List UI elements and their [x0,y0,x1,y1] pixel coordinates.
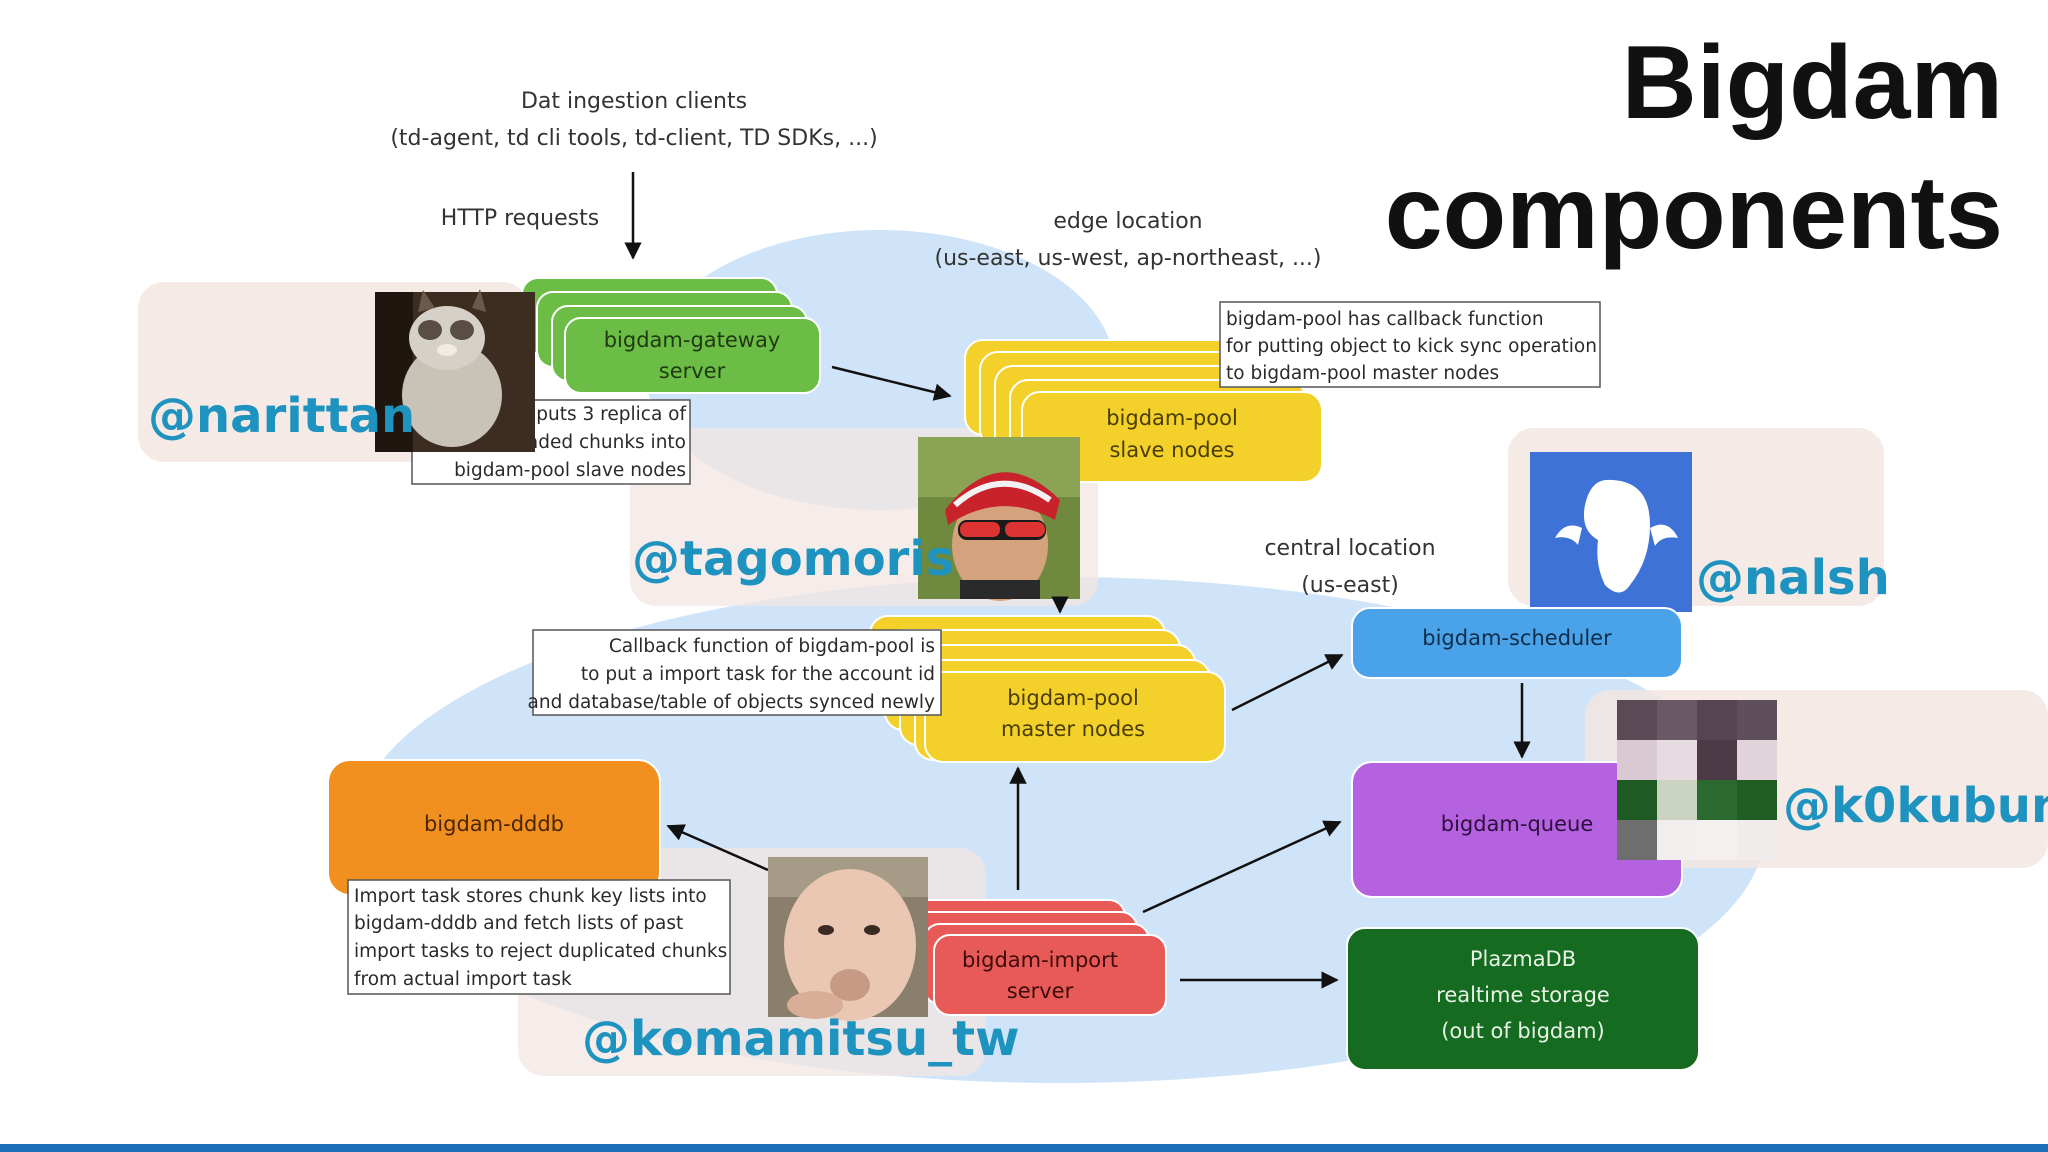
pool-master-label-line2: master nodes [1001,717,1145,741]
clients-label-line1: Dat ingestion clients [521,89,747,114]
central-location-label-line1: central location [1264,536,1435,561]
http-requests-label: HTTP requests [441,206,599,231]
pool-slave-label-line2: slave nodes [1109,438,1234,462]
import-callback-note-line2: to put a import task for the account id [581,664,935,685]
dddb-note-line3: import tasks to reject duplicated chunks [354,941,727,962]
tagomoris-avatar [918,437,1080,601]
edge-location-label-line2: (us-east, us-west, ap-northeast, ...) [934,246,1321,271]
pool-callback-note: bigdam-pool has callback function for pu… [1219,301,1601,388]
queue-label: bigdam-queue [1441,812,1594,836]
plazma-label-line1: PlazmaDB [1470,947,1576,971]
nalsh-avatar [1530,452,1692,612]
bigdam-import-box: bigdam-import server [899,899,1167,1016]
bigdam-queue-box: bigdam-queue [1351,761,1683,898]
pool-slave-label-line1: bigdam-pool [1106,406,1238,430]
gateway-to-pool-slave-arrow [831,365,952,401]
plazma-label-line3: (out of bigdam) [1441,1019,1605,1043]
import-to-queue-arrow [1142,820,1342,914]
import-callback-note-line1: Callback function of bigdam-pool is [609,636,935,657]
import-label-line1: bigdam-import [962,948,1118,972]
bottom-bar [0,1144,2048,1152]
gateway-label-line2: server [659,359,726,383]
import-callback-note-line3: and database/table of objects synced new… [528,692,936,713]
bigdam-pool-master-box: bigdam-pool master nodes [869,615,1226,763]
dddb-note-line2: bigdam-dddb and fetch lists of past [354,913,683,934]
narittan-avatar [375,289,535,452]
import-label-line2: server [1007,979,1074,1003]
dddb-label: bigdam-dddb [424,812,564,836]
komamitsu-avatar [768,857,928,1021]
bigdam-dddb-box: bigdam-dddb [327,759,661,896]
import-to-dddb-arrow [666,824,769,872]
pool-master-label-line1: bigdam-pool [1007,686,1139,710]
edge-location-label-line1: edge location [1053,209,1202,234]
pool-callback-note-line2: for putting object to kick sync operatio… [1226,336,1597,357]
slide-title-line1: Bigdam [1622,25,2003,141]
dddb-note: Import task stores chunk key lists into … [347,879,731,995]
clients-label-line2: (td-agent, td cli tools, td-client, TD S… [390,126,877,151]
pool-callback-note-line1: bigdam-pool has callback function [1226,309,1544,330]
bigdam-scheduler-box: bigdam-scheduler [1351,607,1683,679]
master-to-scheduler-arrow [1231,653,1344,712]
plazma-label-line2: realtime storage [1436,983,1610,1007]
k0kubun-avatar [1617,700,1777,860]
pool-callback-note-line3: to bigdam-pool master nodes [1226,363,1499,384]
replica-note-line2: aded chunks into [527,432,686,453]
plazmadb-box: PlazmaDB realtime storage (out of bigdam… [1346,927,1700,1071]
bigdam-gateway-box: bigdam-gateway server [521,277,821,394]
dddb-note-line4: from actual import task [354,969,572,990]
central-location-label-line2: (us-east) [1301,573,1399,598]
narittan-handle: @narittan [148,388,415,444]
slide-title-line2: components [1385,155,2003,271]
scheduler-label: bigdam-scheduler [1422,626,1612,650]
nalsh-handle: @nalsh [1696,550,1890,606]
replica-note-line3: bigdam-pool slave nodes [454,460,686,481]
tagomoris-handle: @tagomoris [632,531,954,587]
dddb-note-line1: Import task stores chunk key lists into [354,886,707,907]
k0kubun-handle: @k0kubun [1783,778,2048,834]
komamitsu-handle: @komamitsu_tw [582,1011,1019,1067]
replica-note-line1: puts 3 replica of [536,404,686,425]
import-callback-note: Callback function of bigdam-pool is to p… [528,629,942,716]
gateway-label-line1: bigdam-gateway [604,328,781,352]
